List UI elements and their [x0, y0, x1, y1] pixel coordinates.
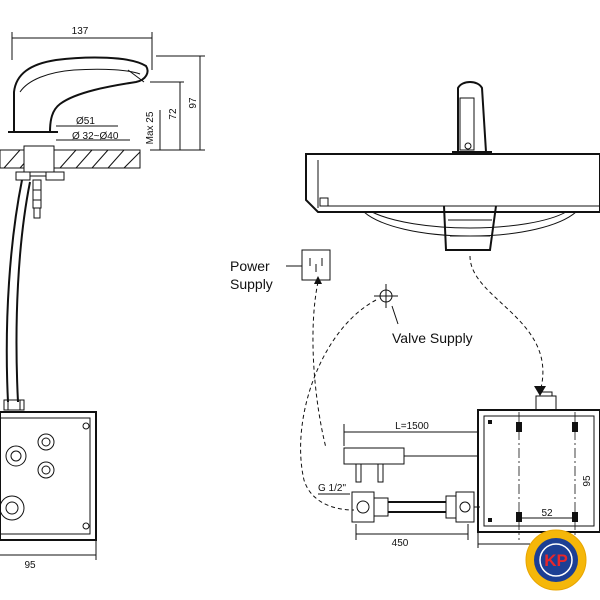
dim-cable-length: L=1500	[395, 421, 429, 432]
faucet-side-view: 137 97 72 Max 25 Ø51 Ø 32~Ø40	[0, 26, 205, 571]
dim-hose-length: 450	[392, 538, 409, 549]
power-supply-label: Power	[230, 258, 270, 274]
dim-thread: G 1/2"	[318, 483, 346, 494]
dim-base-diameter: Ø51	[76, 116, 95, 127]
dim-box-height: 95	[582, 475, 593, 487]
kp-logo-text: KP	[544, 551, 568, 570]
dim-spout-length: 137	[72, 26, 89, 37]
dim-total-height: 97	[188, 97, 199, 109]
dim-spout-height: 72	[168, 108, 179, 120]
dim-hole-diameter: Ø 32~Ø40	[72, 131, 119, 142]
dim-box-width-front: 95	[24, 560, 36, 571]
basin-front-view	[305, 81, 600, 251]
dim-max-deck: Max 25	[145, 111, 156, 144]
valve-supply-label: Valve Supply	[392, 330, 473, 346]
installation-schematic: Power Supply Valve Supply L=1500 G 1/2"	[230, 249, 600, 549]
kp-logo: KP	[525, 529, 587, 591]
power-supply-label-2: Supply	[230, 276, 273, 292]
dim-mount-spacing: 52	[541, 508, 553, 519]
